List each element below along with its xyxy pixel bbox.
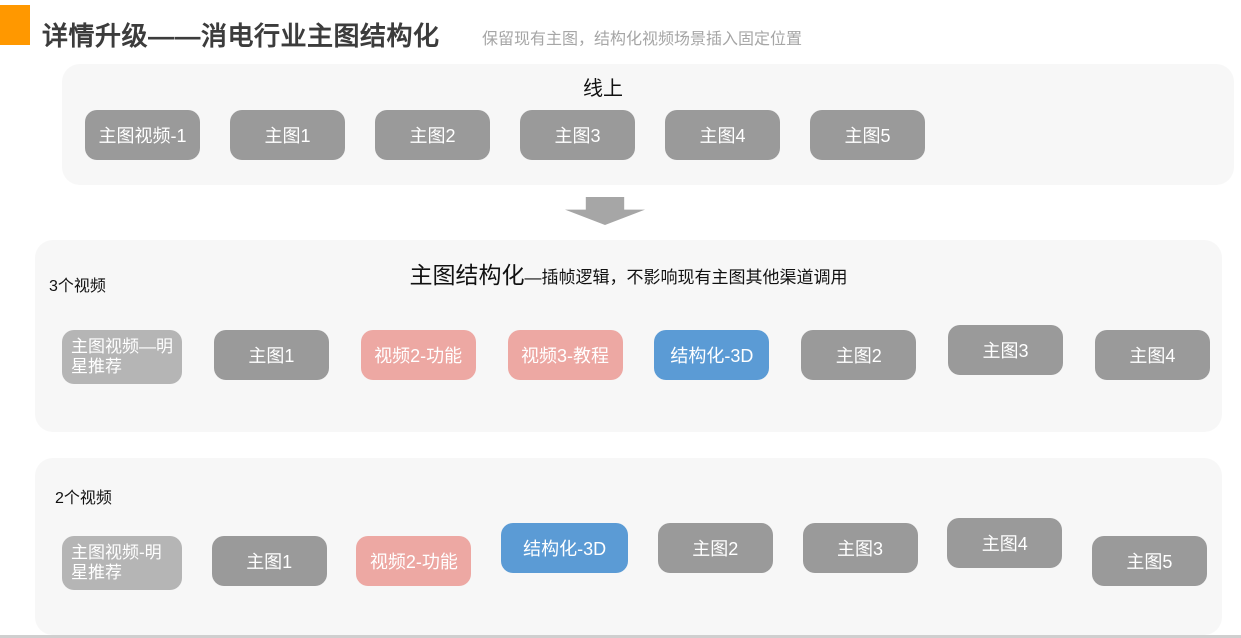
chip-label: 主图1	[248, 346, 295, 366]
online-chip-row: 主图视频-1 主图1 主图2 主图3 主图4 主图5	[85, 110, 925, 160]
chip-label: 主图4	[1129, 346, 1176, 366]
diagram-chip: 主图5	[810, 110, 925, 160]
diagram-chip: 结构化-3D	[501, 523, 629, 573]
diagram-chip: 主图视频-1	[85, 110, 200, 160]
three-video-title-main: 主图结构化	[409, 262, 525, 288]
diagram-chip: 主图4	[1094, 330, 1210, 380]
page-title: 详情升级——消电行业主图结构化	[42, 21, 440, 51]
two-video-chip-row: 主图视频-明星推荐 主图1 视频2-功能 结构化-3D 主图2 主图3 主图4 …	[62, 518, 1207, 590]
chip-label: 主图4	[699, 126, 746, 146]
chip-label: 主图5	[844, 126, 891, 146]
three-video-panel: 3个视频 主图结构化—插帧逻辑，不影响现有主图其他渠道调用 主图视频—明星推荐 …	[35, 240, 1222, 432]
chip-label: 主图视频-1	[98, 126, 187, 146]
three-video-title: 主图结构化—插帧逻辑，不影响现有主图其他渠道调用	[35, 256, 1222, 290]
online-panel: 线上 主图视频-1 主图1 主图2 主图3 主图4 主图5	[62, 64, 1234, 185]
chip-label: 主图3	[554, 126, 601, 146]
down-arrow-icon	[565, 197, 645, 225]
diagram-chip: 视频3-教程	[507, 330, 623, 380]
chip-label: 主图2	[409, 126, 456, 146]
chip-label: 主图2	[692, 539, 739, 559]
chip-label: 主图1	[246, 552, 293, 572]
three-video-chip-row: 主图视频—明星推荐 主图1 视频2-功能 视频3-教程 结构化-3D 主图2 主…	[62, 325, 1210, 384]
online-panel-title: 线上	[583, 78, 623, 100]
chip-label: 结构化-3D	[523, 539, 607, 559]
diagram-chip: 主图视频-明星推荐	[62, 536, 182, 590]
chip-label: 主图3	[837, 539, 884, 559]
chip-label: 主图5	[1126, 552, 1173, 572]
chip-label: 主图3	[982, 341, 1029, 361]
diagram-chip: 视频2-功能	[356, 536, 472, 586]
chip-label: 主图视频—明星推荐	[71, 336, 173, 376]
diagram-chip: 主图3	[520, 110, 635, 160]
three-video-title-sub: —插帧逻辑，不影响现有主图其他渠道调用	[524, 268, 848, 287]
diagram-chip: 主图2	[375, 110, 490, 160]
diagram-chip: 结构化-3D	[654, 330, 770, 380]
chip-label: 主图4	[981, 534, 1028, 554]
diagram-chip: 主图1	[213, 330, 329, 380]
diagram-chip: 视频2-功能	[360, 330, 476, 380]
diagram-chip: 主图1	[211, 536, 327, 586]
diagram-chip: 主图视频—明星推荐	[62, 330, 182, 384]
chip-label: 视频3-教程	[521, 346, 610, 366]
diagram-chip: 主图3	[802, 523, 918, 573]
two-video-label: 2个视频	[55, 490, 112, 507]
chip-label: 视频2-功能	[369, 552, 458, 572]
diagram-chip: 主图3	[948, 325, 1064, 375]
chip-label: 视频2-功能	[374, 346, 463, 366]
diagram-chip: 主图2	[657, 523, 773, 573]
diagram-chip: 主图1	[230, 110, 345, 160]
three-video-label: 3个视频	[49, 278, 106, 295]
chip-label: 主图视频-明星推荐	[71, 542, 162, 582]
diagram-chip: 主图2	[801, 330, 917, 380]
chip-label: 结构化-3D	[670, 346, 754, 366]
chip-label: 主图1	[264, 126, 311, 146]
page-subtitle: 保留现有主图，结构化视频场景插入固定位置	[482, 31, 803, 48]
diagram-chip: 主图4	[947, 518, 1063, 568]
diagram-chip: 主图5	[1091, 536, 1207, 586]
chip-label: 主图2	[835, 346, 882, 366]
two-video-panel: 2个视频 主图视频-明星推荐 主图1 视频2-功能 结构化-3D 主图2 主图3…	[35, 458, 1222, 635]
accent-square	[0, 5, 30, 45]
diagram-chip: 主图4	[665, 110, 780, 160]
bottom-bar	[0, 635, 1241, 638]
